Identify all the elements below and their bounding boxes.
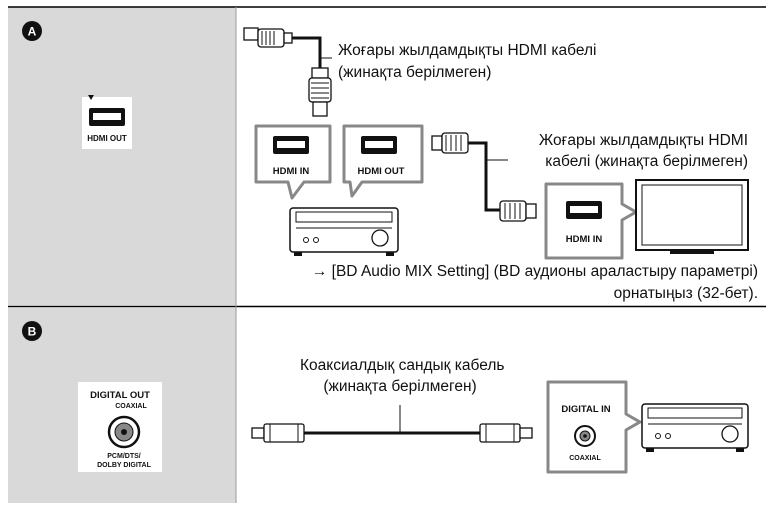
note-line1: → [BD Audio MIX Setting] (BD аудионы ара… [311,263,758,280]
receiver-out-label: HDMI OUT [358,166,405,177]
cable1-label-line2: (жинақта берілмеген) [338,64,492,81]
receiver-digital-in-label: DIGITAL IN [561,404,610,415]
cable2-label-line2: кабелі (жинақта берілмеген) [545,153,748,170]
badge-b: B [22,321,42,341]
receiver-digital-in-callout: DIGITAL IN COAXIAL [546,380,642,474]
badge-b-letter: B [28,325,37,339]
coax-cable-label-line1: Коаксиалдық сандық кабель [300,357,505,374]
note-line2: орнатыңыз (32-бет). [613,285,758,302]
receiver-hdmi-out-callout: HDMI OUT [342,124,424,198]
digital-out-format1: PCM/DTS/ [107,453,141,460]
section-a-left-panel [8,7,236,305]
badge-a: A [22,21,42,41]
badge-a-letter: A [28,25,37,39]
player-hdmi-out-port: HDMI OUT [82,95,132,149]
tv-hdmi-in-callout: HDMI IN [544,182,638,260]
coax-cable-label-line2: (жинақта берілмеген) [323,378,477,395]
digital-out-sub: COAXIAL [115,403,147,410]
digital-out-format2: DOLBY DIGITAL [97,462,152,469]
av-receiver-icon [641,403,749,452]
cable1-label-line1: Жоғары жылдамдықты HDMI кабелі [338,42,597,59]
receiver-in-label: HDMI IN [273,166,310,177]
av-receiver-icon [289,207,399,256]
receiver-hdmi-in-callout: HDMI IN [254,124,332,200]
hdmi-cable-2 [431,132,537,222]
triangle-marker-icon [88,95,94,100]
hdmi-cable-1 [243,27,332,117]
cable2-label-line1: Жоғары жылдамдықты HDMI [538,132,748,149]
tv-icon [635,179,749,254]
digital-out-title: DIGITAL OUT [90,390,150,401]
receiver-coaxial-label: COAXIAL [569,455,601,462]
player-digital-out-port: DIGITAL OUT COAXIAL PCM/DTS/ DOLBY DIGIT… [78,382,162,472]
tv-in-label: HDMI IN [566,234,603,245]
coaxial-cable [251,405,533,443]
player-port-label: HDMI OUT [87,134,127,143]
hdmi-plug-icon [499,200,527,222]
